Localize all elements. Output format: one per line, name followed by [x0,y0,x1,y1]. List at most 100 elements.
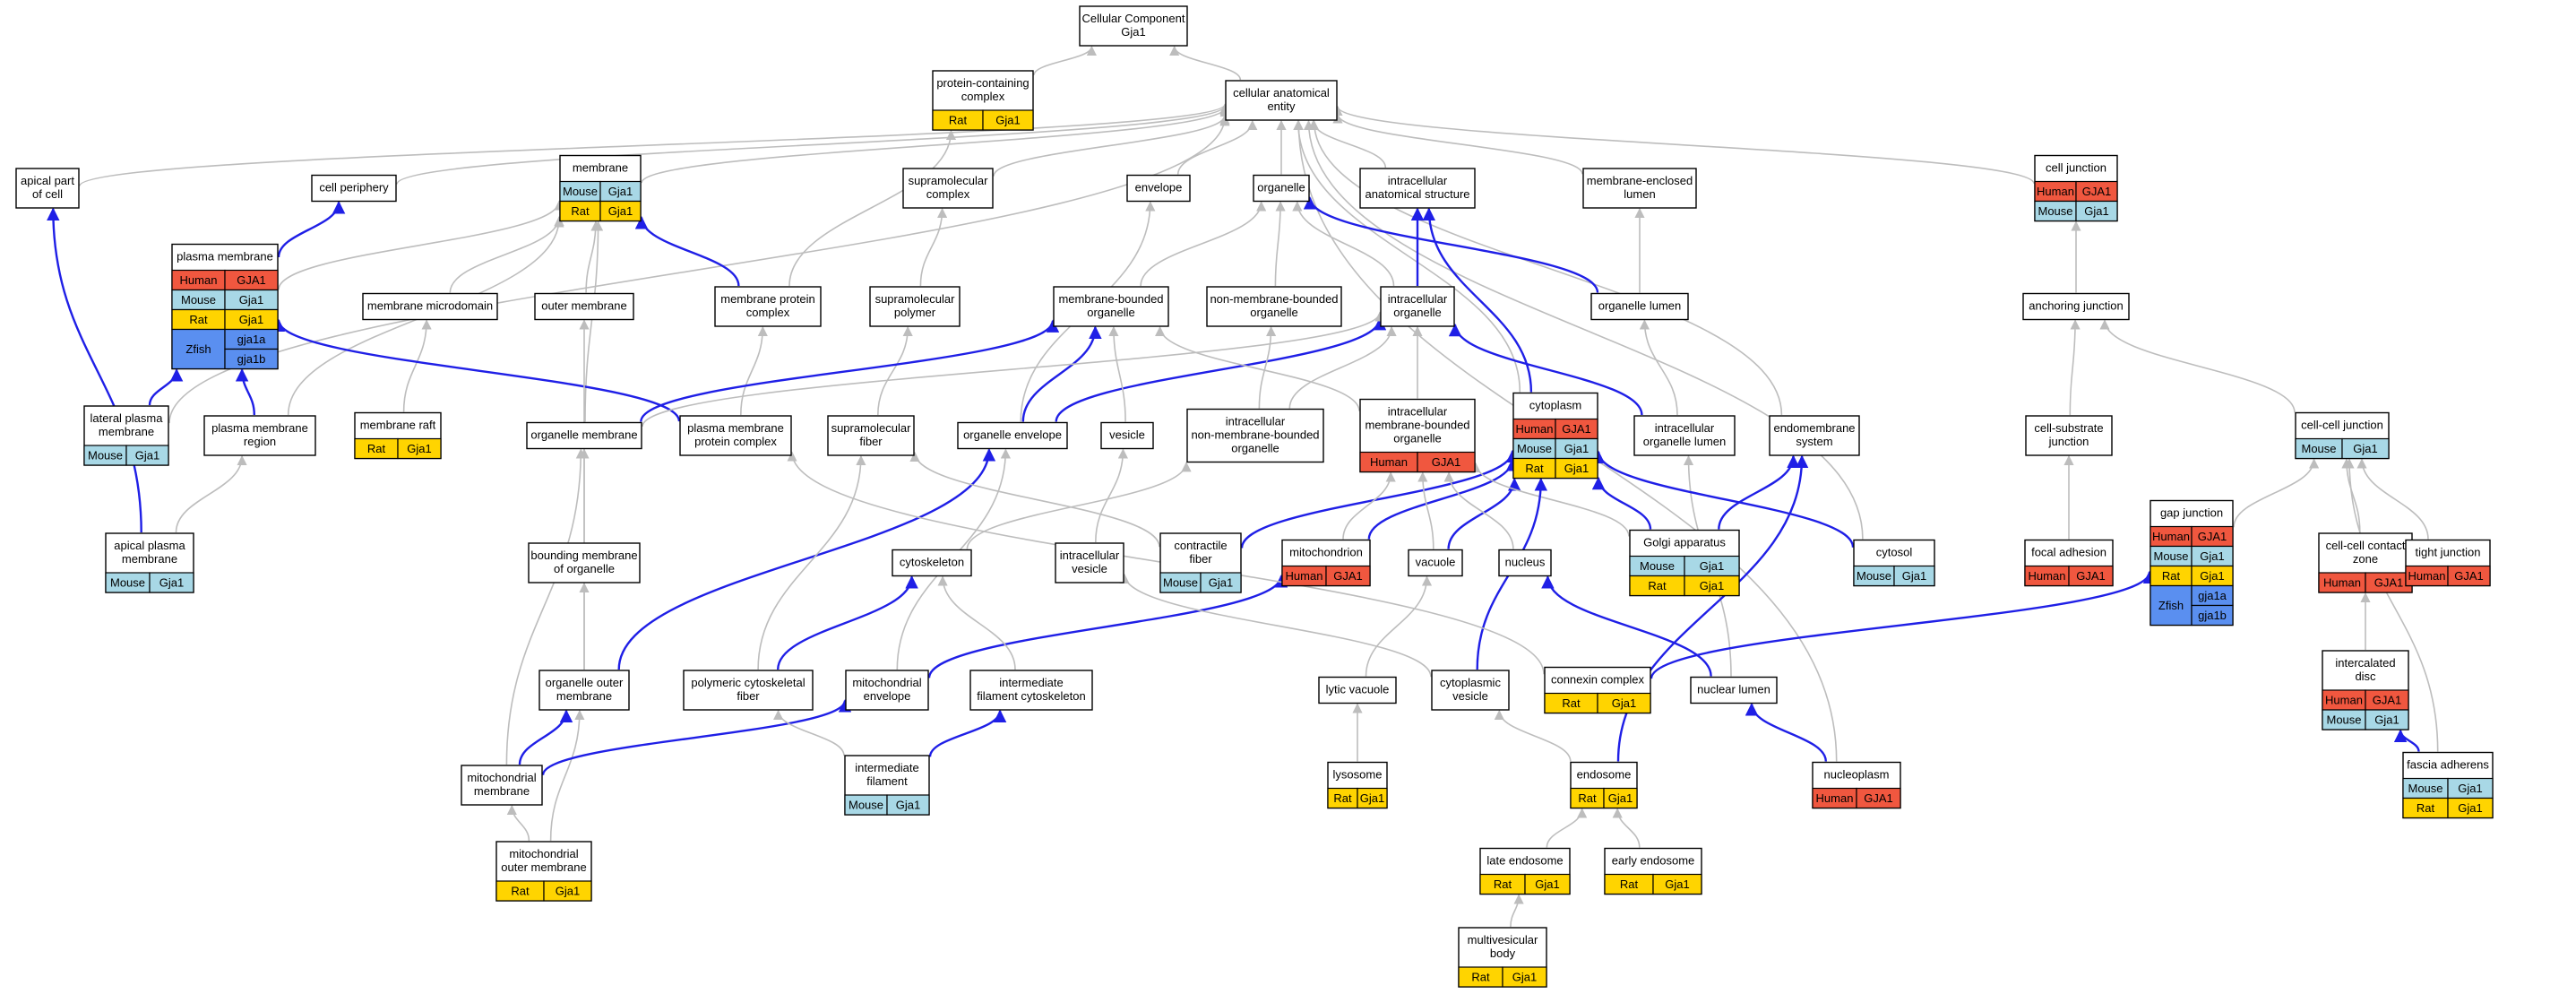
node-box [538,670,630,711]
node-box [1769,415,1860,456]
species-label: Human [2408,569,2446,583]
gene-label: GJA1 [1333,569,1363,583]
node-label: apical part [21,174,74,187]
edge-mr-to-mmd [402,319,432,412]
node-om[interactable]: outer membrane [534,292,634,321]
node-box [679,415,792,456]
edge-smf-to-smp [877,325,913,416]
node-imbo[interactable]: intracellularmembrane-boundedorganelleHu… [1359,398,1476,473]
edge-mom-to-mm [506,804,530,842]
gene-cell [1357,787,1388,809]
node-label: outer membrane [541,299,626,313]
node-org[interactable]: organelle [1253,174,1310,203]
edge-cccz-to-ccj [2341,458,2361,533]
node-ol[interactable]: organelle lumen [1590,292,1689,321]
node-orgm[interactable]: organelle membrane [526,421,642,450]
node-lv[interactable]: lytic vacuole [1318,676,1397,704]
node-mmd[interactable]: membrane microdomain [362,292,498,321]
node-inmbo[interactable]: intracellularnon-membrane-boundedorganel… [1186,408,1324,463]
edge-env-to-cae [1176,119,1258,175]
node-label: fiber [737,689,760,703]
node-label: cytoplasm [1529,399,1582,412]
node-cper[interactable]: cell periphery [311,174,397,203]
gene-cell [1555,457,1598,480]
node-vac[interactable]: vacuole [1408,549,1463,577]
species-label: Rat [1494,877,1512,891]
gene-label: Gja1 [608,204,633,218]
node-label: intracellular [1388,292,1448,306]
edge-ol-to-org [1303,196,1599,293]
node-nuc[interactable]: nucleus [1498,549,1552,577]
node-label: organelle [1257,181,1305,194]
node-box [1431,670,1510,711]
node-env[interactable]: envelope [1126,174,1191,203]
edge-pcc-to-cc [1033,45,1097,76]
node-oenv[interactable]: organelle envelope [957,421,1068,450]
node-label: organelle envelope [963,428,1062,442]
node-aj[interactable]: anchoring junction [2022,292,2130,321]
node-label: supramolecular [909,174,989,187]
gene-cell [1200,572,1242,593]
edge-oenv-to-mbo [1021,325,1102,422]
node-csk[interactable]: cytoskeleton [892,549,972,577]
edge-iv-to-ves [1095,448,1128,543]
node-nl[interactable]: nuclear lumen [1690,676,1778,704]
node-ves[interactable]: vesicle [1100,421,1154,450]
node-box [534,292,634,321]
node-box [969,670,1093,711]
